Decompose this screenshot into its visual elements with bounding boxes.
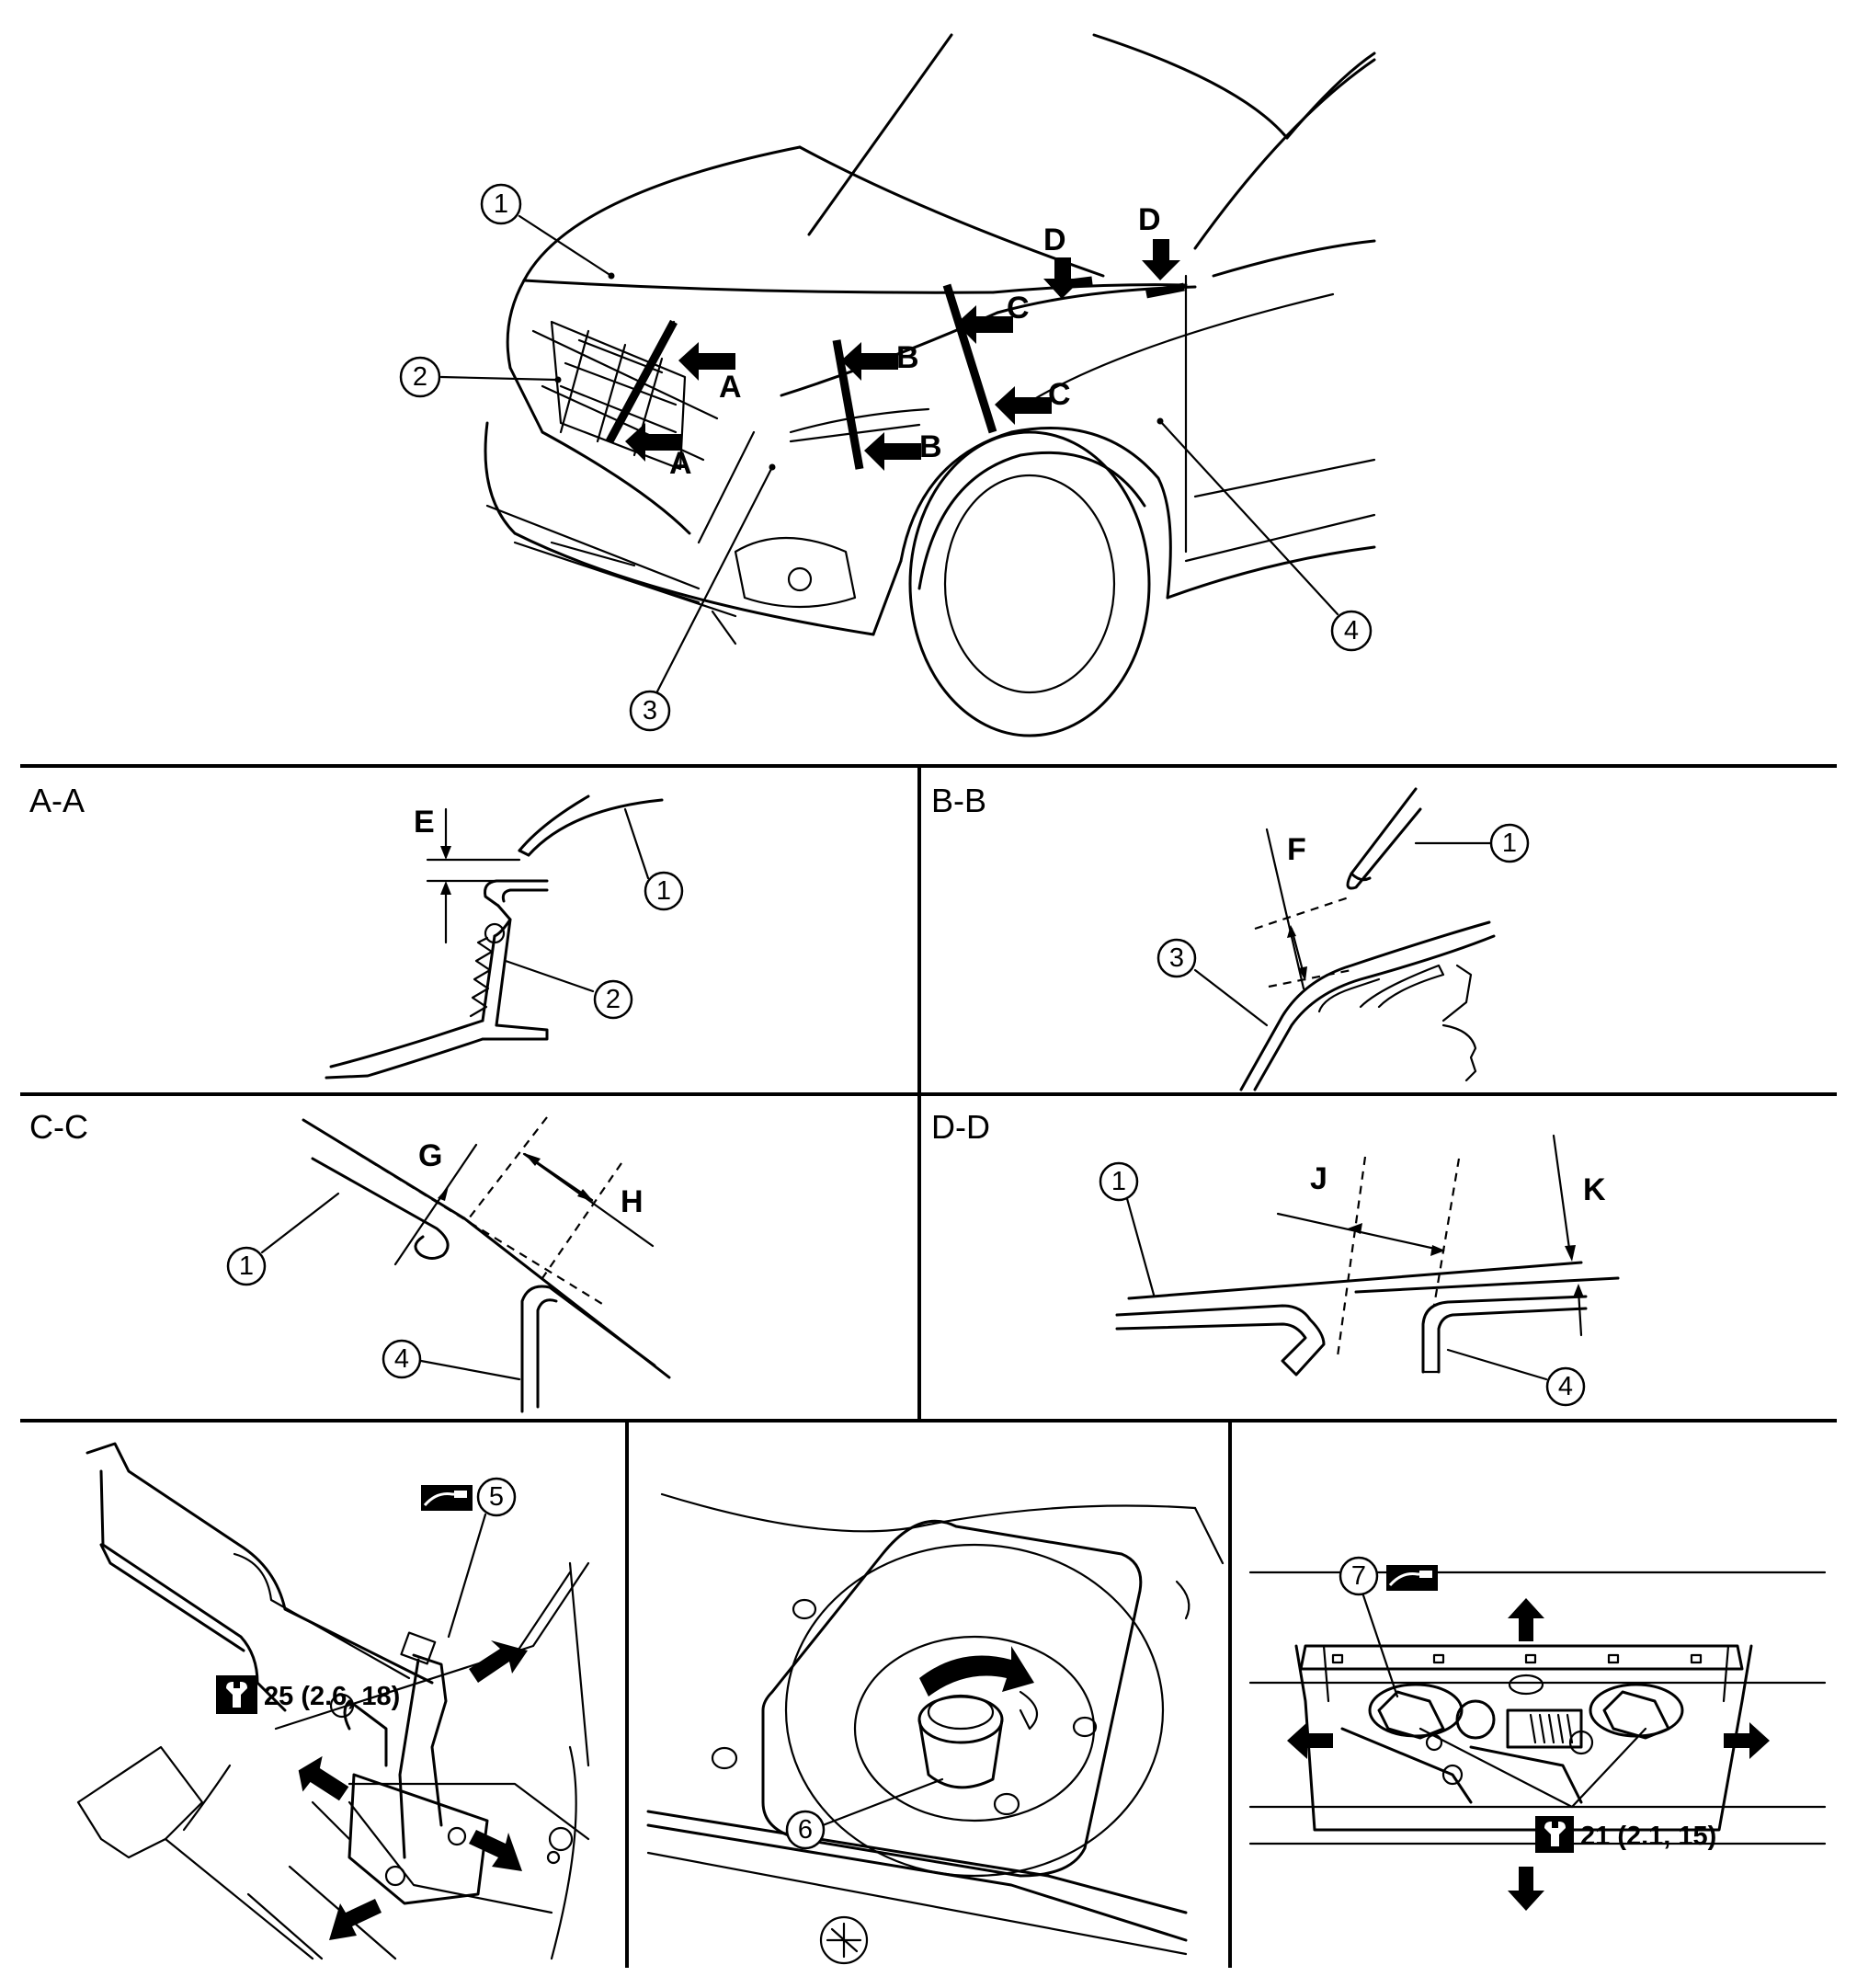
grease-apply-icon [1386, 1565, 1438, 1591]
section-arrow-a-upper: A [678, 342, 742, 405]
panel-frames [20, 764, 1837, 1968]
svg-text:3: 3 [1169, 943, 1184, 973]
hood-hinge-view: 25 (2.6, 18) 5 [76, 1442, 590, 1960]
adjust-arrow-left [1287, 1722, 1333, 1759]
svg-text:6: 6 [798, 1815, 813, 1845]
callout-4: 4 [1156, 417, 1373, 652]
svg-text:B: B [919, 429, 942, 464]
dimension-h: H [621, 1184, 644, 1219]
callout-1: 1 [1099, 1161, 1156, 1297]
hood-lock-view: 21 (2.1, 15) 7 [1248, 1556, 1827, 1911]
section-title-a-a: A-A [29, 782, 85, 819]
callout-1: 1 [480, 183, 615, 280]
section-b-b: B-B F 1 3 [931, 782, 1530, 1091]
callout-3: 3 [1156, 938, 1269, 1027]
svg-text:1: 1 [656, 876, 671, 906]
grease-apply-icon [421, 1485, 473, 1511]
callout-3: 3 [629, 463, 776, 732]
adjust-arrow-downleft [329, 1899, 382, 1940]
dimension-g: G [418, 1138, 442, 1173]
svg-text:4: 4 [394, 1344, 409, 1374]
section-arrow-a-lower: A [625, 423, 692, 481]
callout-7: 7 [1339, 1556, 1399, 1698]
callout-5: 5 [447, 1477, 517, 1639]
section-arrow-d-right: D [1138, 202, 1180, 280]
svg-text:1: 1 [1111, 1167, 1126, 1196]
callout-4: 4 [1446, 1348, 1586, 1407]
svg-text:21 (2.1, 15): 21 (2.1, 15) [1580, 1822, 1716, 1851]
svg-text:4: 4 [1558, 1372, 1573, 1401]
svg-text:1: 1 [239, 1251, 254, 1281]
callout-1: 1 [623, 807, 684, 911]
section-title-d-d: D-D [931, 1108, 990, 1146]
svg-text:D: D [1138, 202, 1161, 237]
adjust-arrow-down [1508, 1867, 1544, 1911]
torque-label-hinge: 25 (2.6, 18) [216, 1675, 400, 1714]
section-title-c-c: C-C [29, 1108, 88, 1146]
adjust-arrow-right [1724, 1722, 1770, 1759]
svg-text:A: A [719, 370, 742, 405]
dimension-f: F [1287, 832, 1306, 867]
callout-1: 1 [226, 1192, 340, 1286]
adjust-arrow-left [298, 1755, 349, 1801]
section-title-b-b: B-B [931, 782, 986, 819]
section-d-d: D-D J K 1 4 [931, 1108, 1620, 1407]
adjust-arrow-up [1508, 1598, 1544, 1641]
svg-text:A: A [669, 446, 692, 481]
dimension-e: E [414, 805, 435, 840]
svg-text:B: B [896, 340, 919, 375]
wrench-torque-icon [1544, 1822, 1566, 1846]
hood-bumper-rubber [917, 1646, 1039, 1789]
adjust-arrow-upright [469, 1640, 528, 1683]
svg-text:7: 7 [1351, 1561, 1366, 1591]
svg-text:2: 2 [606, 985, 621, 1014]
dimension-j: J [1310, 1161, 1327, 1196]
svg-text:C: C [1007, 291, 1030, 326]
hood-lock-assembly [1340, 1683, 1684, 1804]
wrench-torque-icon [226, 1682, 247, 1708]
section-a-a: A-A E 1 2 [29, 782, 684, 1080]
adjust-arrow-downright [469, 1830, 522, 1871]
section-arrow-d-left: D [1043, 223, 1082, 299]
vehicle-front-view: A A B B C C D [399, 33, 1376, 737]
svg-text:1: 1 [494, 189, 508, 219]
svg-text:5: 5 [489, 1482, 504, 1512]
hood-bumper-view: 6 [646, 1492, 1225, 1965]
callout-4: 4 [382, 1339, 521, 1381]
torque-label-lock: 21 (2.1, 15) [1535, 1816, 1716, 1853]
svg-text:25 (2.6, 18): 25 (2.6, 18) [264, 1682, 400, 1711]
section-c-c: C-C G H 1 4 [29, 1108, 671, 1413]
dimension-k: K [1583, 1172, 1606, 1207]
svg-text:C: C [1048, 377, 1071, 412]
svg-text:D: D [1043, 223, 1066, 257]
section-arrow-c-upper: C [956, 291, 1030, 344]
svg-text:2: 2 [413, 362, 427, 392]
section-arrow-b-lower: B [864, 429, 942, 471]
section-arrow-c-lower: C [995, 377, 1071, 425]
callout-2: 2 [399, 356, 562, 398]
callout-6: 6 [785, 1777, 944, 1850]
callout-1: 1 [1414, 823, 1530, 863]
svg-text:3: 3 [643, 696, 657, 726]
section-arrow-b-upper: B [841, 340, 919, 381]
svg-text:4: 4 [1344, 616, 1359, 646]
callout-2: 2 [504, 959, 633, 1020]
svg-text:1: 1 [1502, 828, 1517, 858]
